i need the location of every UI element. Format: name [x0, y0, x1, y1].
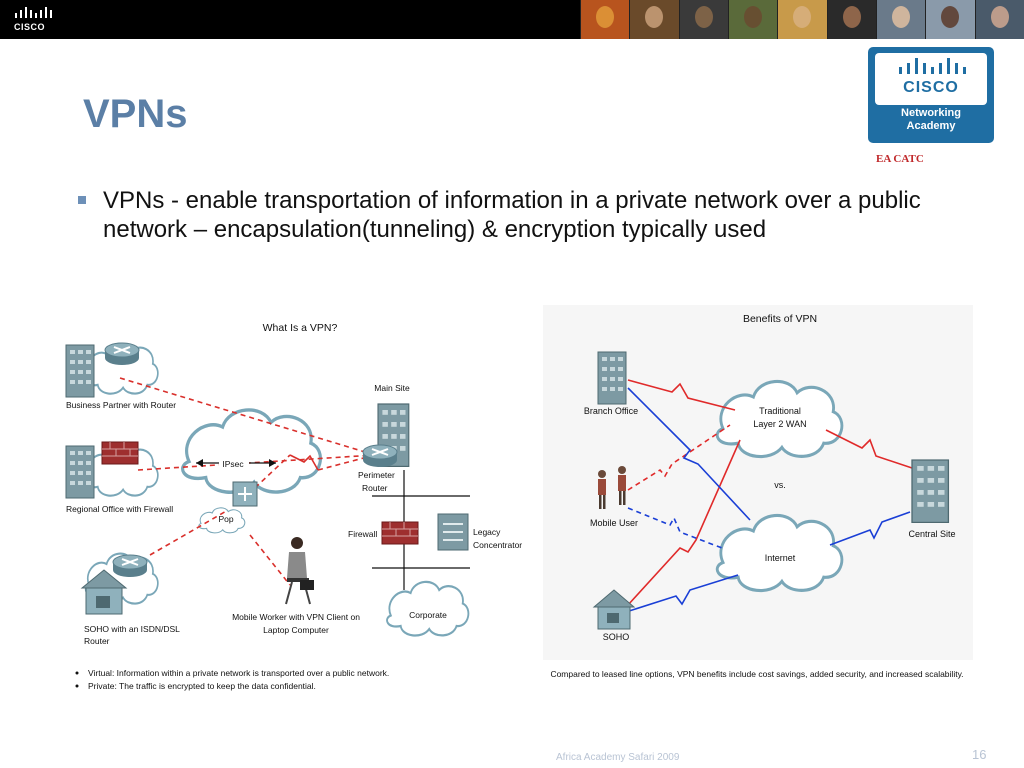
ipsec-label: IPsec — [222, 459, 244, 469]
legacy-concentrator-icon — [437, 513, 469, 551]
central-site-building-icon — [911, 459, 950, 524]
mobile-worker-label-line2: Laptop Computer — [263, 625, 329, 635]
right-diagram-caption: Compared to leased line options, VPN ben… — [550, 669, 963, 679]
mobile-worker-label-line1: Mobile Worker with VPN Client on — [232, 612, 360, 622]
cisco-bridge-icon — [15, 7, 52, 18]
business-partner-label: Business Partner with Router — [66, 400, 176, 410]
page-number: 16 — [972, 747, 987, 762]
ipsec-arrow — [196, 455, 276, 469]
mobile-red-dashed — [627, 424, 731, 491]
perimeter-router-icon — [362, 444, 398, 468]
legacy-label-line1: Legacy — [473, 527, 501, 537]
regional-office-building-icon — [65, 445, 95, 499]
regional-office-firewall-icon — [101, 441, 139, 465]
mobile-blue-dashed — [627, 507, 723, 549]
central-site-label: Central Site — [908, 529, 955, 539]
branch-office-label: Branch Office — [584, 406, 638, 416]
firewall-label: Firewall — [348, 529, 377, 539]
cisco-bridge-icon — [899, 58, 966, 74]
branch-office-building-icon — [597, 351, 627, 405]
note-bullet-icon — [75, 671, 79, 675]
note-bullet-icon — [75, 684, 79, 688]
pop-switch-icon — [232, 481, 258, 507]
slide-title: VPNs — [83, 92, 188, 136]
logo-wordmark: CISCO — [903, 79, 959, 96]
cisco-logo-small: CISCO — [14, 6, 58, 34]
regional-office-label: Regional Office with Firewall — [66, 504, 173, 514]
mobile-worker-icon — [285, 537, 314, 605]
firewall-icon — [381, 521, 419, 545]
soho-house-icon — [80, 569, 128, 615]
footer-text: Africa Academy Safari 2009 — [556, 752, 680, 763]
note-virtual: Virtual: Information within a private ne… — [88, 668, 389, 678]
business-partner-router-icon — [104, 342, 140, 366]
lan-lines — [372, 470, 470, 590]
legacy-label-line2: Concentrator — [473, 540, 522, 550]
perimeter-label-line1: Perimeter — [358, 470, 395, 480]
mobile-user-label: Mobile User — [590, 518, 638, 528]
soho-router-icon — [112, 554, 148, 578]
internet-label: Internet — [765, 553, 796, 563]
wan-red-links — [627, 379, 919, 606]
pop-label: Pop — [218, 514, 233, 524]
soho-house-icon — [592, 589, 636, 630]
internet-blue-links — [625, 387, 911, 613]
logo-tag: EA CATC — [876, 153, 924, 165]
soho-right-label: SOHO — [603, 632, 630, 642]
header-bar: CISCO — [0, 0, 1024, 39]
logo-subtitle: Networking Academy — [901, 107, 961, 132]
left-diagram-title: What Is a VPN? — [263, 322, 338, 334]
header-photo-strip — [580, 0, 1024, 39]
main-site-label: Main Site — [374, 383, 410, 393]
business-partner-building-icon — [65, 344, 95, 398]
wan-label-line2: Layer 2 WAN — [753, 419, 806, 429]
right-diagram-title: Benefits of VPN — [743, 313, 817, 325]
soho-label-line2: Router — [84, 636, 110, 646]
bullet-text: VPNs - enable transportation of informat… — [103, 187, 921, 243]
vs-label: vs. — [774, 480, 786, 490]
wan-label-line1: Traditional — [759, 406, 801, 416]
cisco-wordmark: CISCO — [14, 22, 46, 32]
red-serial-link — [289, 454, 319, 471]
corporate-label: Corporate — [409, 610, 447, 620]
note-private: Private: The traffic is encrypted to kee… — [88, 681, 316, 691]
perimeter-label-line2: Router — [362, 483, 388, 493]
soho-label-line1: SOHO with an ISDN/DSL — [84, 624, 180, 634]
networking-academy-logo: CISCO Networking Academy — [868, 47, 994, 143]
square-bullet-icon — [78, 196, 86, 204]
